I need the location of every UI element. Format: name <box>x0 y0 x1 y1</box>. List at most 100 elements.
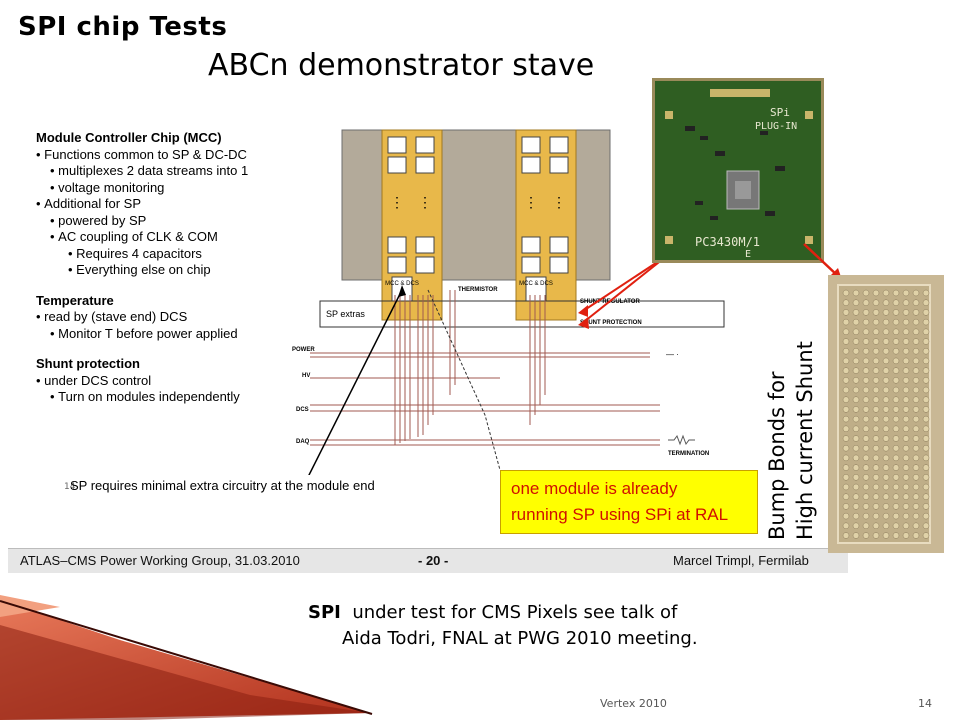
bump-bond <box>852 493 860 500</box>
bump-bond <box>872 367 880 374</box>
bump-bond <box>862 435 870 442</box>
board-text: PLUG-IN <box>755 121 797 132</box>
bump-bond <box>892 435 900 442</box>
bump-bond <box>852 406 860 413</box>
bump-bond <box>912 396 920 403</box>
talk-note: SPI under test for CMS Pixels see talk o… <box>308 600 698 652</box>
bump-bond <box>852 444 860 452</box>
bump-bond <box>872 425 880 433</box>
bump-bond <box>902 474 910 481</box>
bump-bond <box>892 347 900 355</box>
bump-bond <box>862 386 870 394</box>
bump-bond <box>852 386 860 394</box>
bump-bond <box>902 503 910 510</box>
list-item: voltage monitoring <box>36 180 336 197</box>
bump-bond <box>862 289 870 297</box>
bump-bond <box>852 357 860 365</box>
bump-bond <box>912 377 920 384</box>
thermistor-label: THERMISTOR <box>458 287 498 293</box>
bump-bond <box>872 493 880 500</box>
bump-bond <box>882 357 890 365</box>
bump-bond <box>852 299 860 306</box>
bump-bond <box>842 377 850 384</box>
bump-bond <box>922 377 930 384</box>
bump-bond <box>842 338 850 345</box>
bump-bond <box>882 367 890 374</box>
bump-bond <box>882 377 890 384</box>
bump-bond <box>842 289 850 297</box>
bump-bond <box>882 289 890 297</box>
bump-bond <box>862 338 870 345</box>
bump-bond <box>842 367 850 374</box>
bump-bond <box>922 357 930 365</box>
bump-bond <box>892 386 900 394</box>
bump-bond <box>882 318 890 326</box>
sp-extras-label: SP extras <box>326 309 365 319</box>
bump-bond <box>872 338 880 345</box>
bump-bond <box>922 464 930 471</box>
bump-bond <box>922 309 930 316</box>
bump-bond <box>842 386 850 394</box>
bump-bond <box>912 532 920 539</box>
module-hybrid: ⋮⋮ <box>515 129 577 321</box>
bump-bond <box>922 512 930 520</box>
bump-bond <box>842 493 850 500</box>
bump-bond <box>892 512 900 520</box>
spi-board-photo: SPi PLUG-IN PC3430M/1 E <box>652 78 824 263</box>
bump-bond <box>912 338 920 345</box>
small-page-number: 14 <box>64 482 76 492</box>
bump-bond <box>852 367 860 374</box>
slide-page-number: 14 <box>918 697 932 710</box>
board-text: PC3430M/1 <box>695 235 760 249</box>
bump-bond <box>842 357 850 365</box>
bump-bond <box>902 454 910 462</box>
board-text: SPi <box>770 106 790 119</box>
bump-bond <box>922 435 930 442</box>
bump-bond <box>862 425 870 433</box>
bump-bond <box>882 309 890 316</box>
bump-bond <box>872 444 880 452</box>
list-item: multiplexes 2 data streams into 1 <box>36 163 336 180</box>
bump-bond <box>922 299 930 306</box>
dcs-label: DCS <box>296 407 309 413</box>
bump-bond <box>892 338 900 345</box>
list-item: Monitor T before power applied <box>36 326 336 343</box>
bump-bond <box>902 309 910 316</box>
bump-bonds-label: Bump Bonds for High current Shunt <box>765 320 845 550</box>
bump-bond <box>842 464 850 471</box>
bump-bond <box>872 406 880 413</box>
svg-text:⋮: ⋮ <box>552 194 566 210</box>
bump-bond <box>902 318 910 326</box>
bump-bond <box>862 512 870 520</box>
bump-bond <box>902 328 910 336</box>
bump-bond <box>872 318 880 326</box>
bump-bond <box>882 406 890 413</box>
bump-bond <box>862 309 870 316</box>
bump-bond <box>862 415 870 423</box>
bump-bond <box>872 483 880 491</box>
bump-label-line: Bump Bonds for <box>765 371 789 540</box>
bump-bond <box>902 425 910 433</box>
svg-text:⋮: ⋮ <box>390 194 404 210</box>
bump-bond <box>922 444 930 452</box>
bump-bond <box>842 425 850 433</box>
bump-bond <box>882 522 890 530</box>
bump-bond <box>872 289 880 297</box>
bump-bond <box>892 464 900 471</box>
bump-bond <box>912 386 920 394</box>
list-item: Functions common to SP & DC-DC <box>36 147 336 164</box>
bump-bond <box>842 415 850 423</box>
bump-bond <box>862 464 870 471</box>
power-label: POWER <box>292 347 315 353</box>
bump-bond <box>892 444 900 452</box>
bump-bond <box>912 367 920 374</box>
bump-bond <box>862 532 870 539</box>
bump-bond <box>892 503 900 510</box>
list-item: Everything else on chip <box>36 262 336 279</box>
bump-bond <box>902 444 910 452</box>
bump-bond <box>862 299 870 306</box>
bump-bond <box>882 503 890 510</box>
bump-bond <box>852 318 860 326</box>
sp-note: SP requires minimal extra circuitry at t… <box>70 478 375 493</box>
bump-bond <box>882 512 890 520</box>
